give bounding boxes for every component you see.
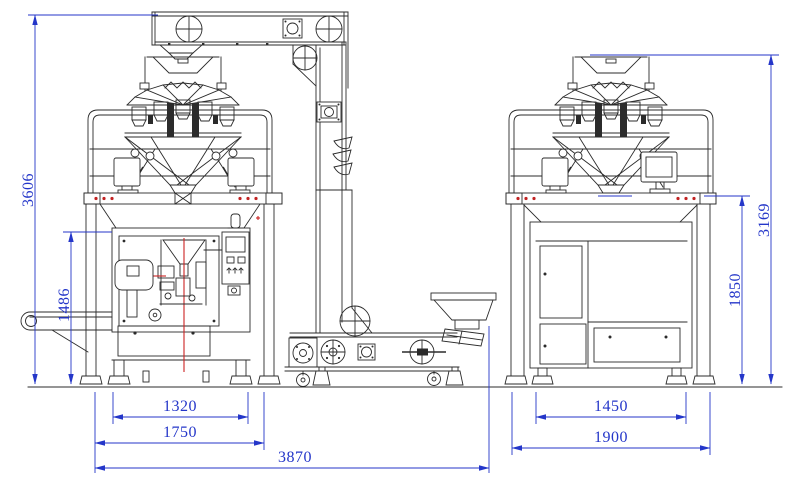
- dim-text-line-overall-length: 3870: [278, 449, 312, 466]
- filling-funnel: [150, 238, 223, 372]
- platform-red-dots: [516, 196, 696, 201]
- caster-left: [296, 370, 310, 387]
- support-foot-left: [312, 366, 331, 386]
- elevator-base-pulley: [339, 305, 371, 337]
- platform-cabinet: [504, 203, 716, 385]
- dim-text-right-overall-height: 3169: [756, 203, 773, 237]
- support-foot-right: [445, 366, 464, 386]
- dim-text-packer-overall-width: 1750: [163, 424, 197, 441]
- dim-text-cabinet-body-width: 1450: [594, 398, 628, 415]
- control-panel: [221, 231, 250, 296]
- belt-pulley-left: [320, 339, 346, 365]
- dimension-1320: 1320: [112, 392, 249, 424]
- dim-text-packer-height: 1486: [56, 288, 73, 322]
- dimension-1750: 1750: [94, 392, 265, 473]
- hmi-monitor: [640, 151, 678, 194]
- dim-text-left-overall-height: 3606: [20, 173, 37, 207]
- bucket-elevator: [315, 41, 373, 334]
- dimension-3169: 3169: [590, 54, 779, 385]
- feed-hopper: [430, 292, 497, 347]
- rotary-motor: [114, 259, 162, 322]
- vibrating-tray: [441, 328, 485, 347]
- elevator-buckets: [332, 136, 353, 176]
- dimension-1486: 1486: [56, 231, 112, 385]
- conveyor-pulley-right: [315, 15, 343, 43]
- elevator-motor: [316, 101, 342, 123]
- dimension-1450: 1450: [535, 392, 687, 424]
- dimension-3870: 3870: [94, 326, 490, 473]
- dim-text-packer-body-width: 1320: [163, 398, 197, 415]
- belt-pulley-right: [402, 339, 446, 365]
- right-weigher-platform: [505, 109, 717, 205]
- conveyor-pulley-left: [175, 15, 203, 43]
- top-infeed-conveyor: [151, 11, 349, 89]
- corner-transition-pulley: [292, 44, 318, 87]
- caster-right: [427, 370, 441, 386]
- belt-bearing: [357, 343, 376, 361]
- red-marker: [256, 216, 260, 220]
- dimensions: 3606 1486 1320 1750 3870 3169: [20, 14, 779, 473]
- platform-red-dots: [94, 196, 258, 201]
- dim-text-cabinet-overall-width: 1900: [594, 429, 628, 446]
- left-weigher-platform: [83, 109, 283, 205]
- dimension-3606: 3606: [20, 14, 158, 385]
- machine-body: [107, 213, 260, 385]
- multihead-weigher-left: [113, 56, 255, 194]
- conveyor-drive-motor: [292, 342, 314, 364]
- dimension-1900: 1900: [511, 392, 711, 455]
- floor-feed-conveyor: [284, 305, 464, 387]
- dimension-1850: 1850: [598, 195, 750, 385]
- dim-text-platform-height: 1850: [727, 273, 744, 307]
- conveyor-motor-mount: [282, 18, 303, 39]
- right-weigher-station: [504, 56, 717, 385]
